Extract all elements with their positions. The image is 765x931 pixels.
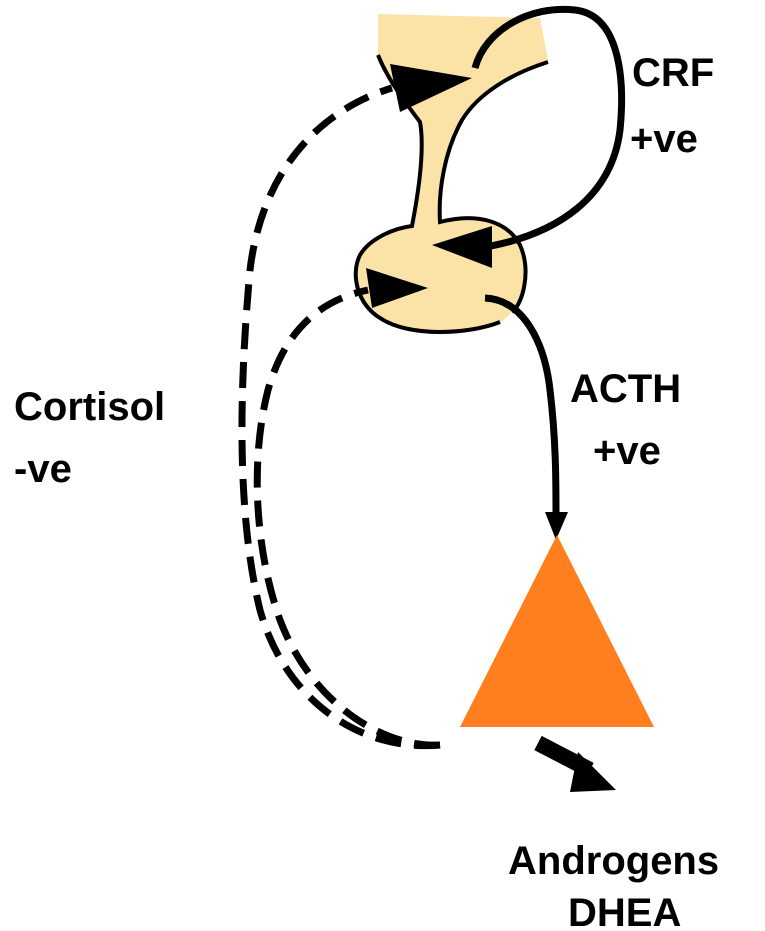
cortisol-feedback-inner-path — [257, 290, 440, 745]
androgen-output-arrowhead — [570, 752, 616, 792]
cortisol-effect-label: -ve — [14, 447, 72, 491]
crf-label: CRF — [632, 51, 714, 95]
adrenal-gland-triangle — [460, 535, 654, 727]
crf-effect-label: +ve — [630, 117, 698, 161]
acth-arrow — [485, 298, 556, 518]
dhea-label: DHEA — [568, 891, 681, 931]
androgens-label: Androgens — [508, 839, 719, 883]
acth-label: ACTH — [570, 367, 681, 411]
acth-effect-label: +ve — [593, 429, 661, 473]
acth-arrowhead — [545, 512, 568, 540]
cortisol-label: Cortisol — [14, 385, 165, 429]
cortisol-feedback-outer-path — [242, 88, 440, 746]
